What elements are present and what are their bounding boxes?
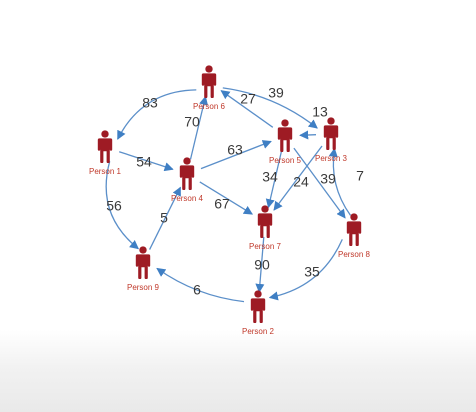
edge-weight-p4-p6: 70 (184, 114, 200, 130)
edge-weight-p1-p4: 54 (136, 154, 152, 170)
edge-p8-p3 (328, 147, 352, 216)
person-icon (179, 157, 195, 190)
nodes-layer: Person 6 Person 5 Person 3 Person 1 Person 4… (89, 65, 371, 336)
node-label: Person 4 (171, 194, 204, 203)
node-p9: Person 9 (127, 246, 160, 292)
node-label: Person 9 (127, 283, 160, 292)
node-label: Person 3 (315, 154, 348, 163)
edge-weight-p4-p5: 63 (227, 142, 243, 158)
node-label: Person 7 (249, 242, 282, 251)
edge-weight-p4-p7: 67 (214, 196, 230, 212)
edge-p1-p9 (105, 161, 140, 250)
person-icon (323, 117, 339, 150)
edge-p4-p6 (189, 95, 209, 160)
node-label: Person 8 (338, 250, 371, 259)
edge-weight-p9-p4: 5 (160, 210, 168, 226)
person-icon (135, 246, 151, 279)
edge-p3-p5 (299, 130, 317, 140)
edge-p3-p7 (273, 145, 323, 211)
edges-layer (105, 87, 352, 303)
edge-weight-p7-p2: 90 (254, 257, 270, 273)
edge-weight-p1-p9: 56 (106, 198, 122, 214)
weights-layer: 83 70 27 39 13 54 63 56 5 67 34 24 39 7 90 35 6 (106, 85, 364, 298)
edge-weight-p2-p9: 6 (193, 282, 201, 298)
edge-p6-p1 (117, 89, 197, 140)
edge-weight-p8-p2: 35 (304, 264, 320, 280)
node-p8: Person 8 (338, 213, 371, 259)
edge-p4-p5 (200, 140, 272, 170)
person-icon (250, 290, 266, 323)
edge-p5-p6 (220, 90, 274, 128)
node-label: Person 6 (193, 102, 226, 111)
node-p5: Person 5 (269, 119, 302, 165)
edge-p5-p7 (265, 150, 283, 209)
node-label: Person 1 (89, 167, 122, 176)
edge-weight-p5-p7: 34 (262, 169, 278, 185)
edge-p9-p4 (149, 186, 181, 250)
person-icon (257, 205, 273, 238)
edge-p8-p2 (268, 239, 343, 301)
edge-weight-p6-p1: 83 (142, 95, 158, 111)
person-icon (97, 130, 113, 163)
edge-weight-p3-p7: 24 (293, 174, 309, 190)
edge-p2-p9 (156, 267, 245, 303)
node-label: Person 5 (269, 156, 302, 165)
edge-p4-p7 (199, 181, 253, 215)
node-p4: Person 4 (171, 157, 204, 203)
node-p6: Person 6 (193, 65, 226, 111)
node-p3: Person 3 (315, 117, 348, 163)
node-p2: Person 2 (242, 290, 275, 336)
edge-p1-p4 (118, 151, 174, 172)
edge-weight-p5-p8: 39 (320, 171, 336, 187)
node-p1: Person 1 (89, 130, 122, 176)
node-label: Person 2 (242, 327, 275, 336)
edge-weight-p8-p3: 7 (356, 168, 364, 184)
person-icon (277, 119, 293, 152)
node-p7: Person 7 (249, 205, 282, 251)
edge-p6-p3 (222, 87, 318, 129)
person-icon (346, 213, 362, 246)
person-icon (201, 65, 217, 98)
edge-weight-p6-p3: 39 (268, 85, 284, 101)
edge-weight-p5-p6: 27 (240, 91, 256, 107)
edge-p7-p2 (255, 236, 265, 294)
edge-p5-p8 (293, 147, 346, 219)
edge-weight-p3-p5: 13 (312, 104, 328, 120)
